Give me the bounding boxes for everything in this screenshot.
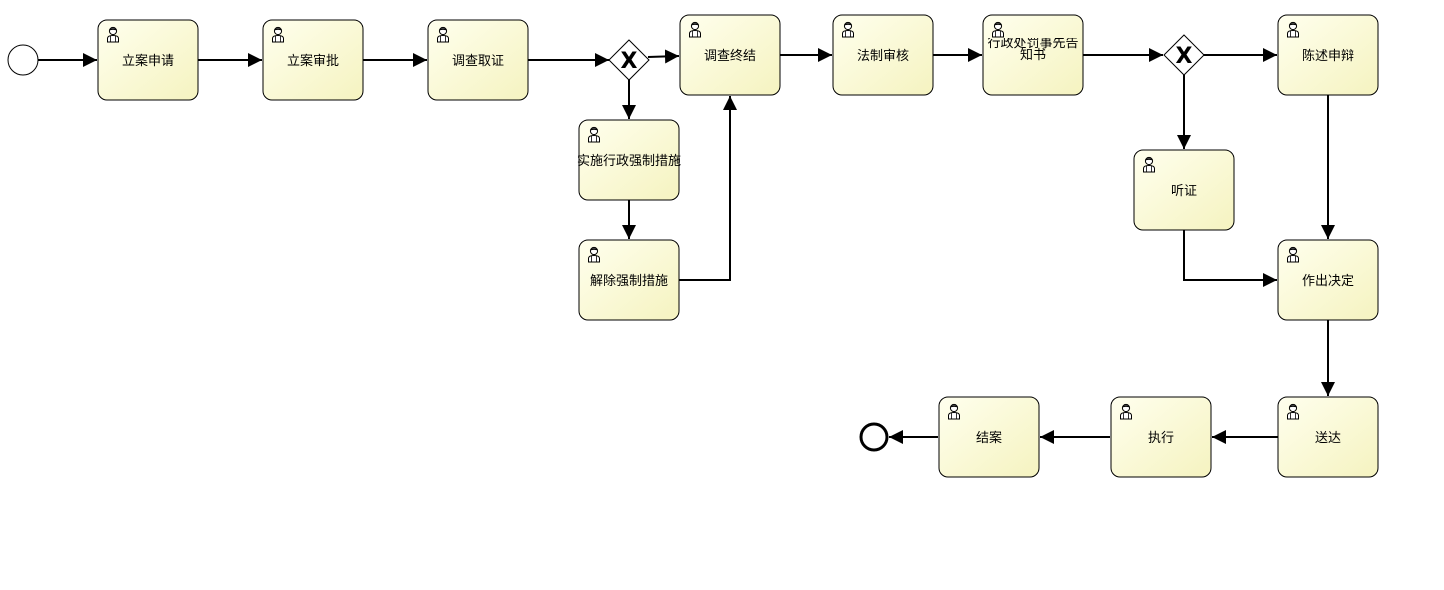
- task-lian-shenqing[interactable]: 立案申请: [97, 19, 199, 101]
- task-label: 陈述申辩: [1302, 48, 1354, 64]
- exclusive-gateway-x-icon: X: [1176, 44, 1193, 69]
- task-zuochu-jueding[interactable]: 作出决定: [1277, 239, 1379, 321]
- task-label: 法制审核: [857, 49, 909, 64]
- task-label: 行政处罚事先告知书: [987, 38, 1079, 63]
- end-event[interactable]: [859, 422, 889, 452]
- task-label: 实施行政强制措施: [577, 154, 681, 169]
- task-label: 解除强制措施: [590, 274, 668, 289]
- task-shishi-qiangzhi-cuoshi[interactable]: 实施行政强制措施: [577, 119, 681, 201]
- flow-t9-to-t4: [678, 96, 737, 281]
- flow-g1-to-t4: [647, 49, 680, 64]
- exclusive-gateway-2[interactable]: X: [1163, 34, 1205, 76]
- task-label-wrap: 行政处罚事先告知书: [987, 38, 1079, 63]
- task-lian-shenpi[interactable]: 立案审批: [262, 19, 364, 101]
- task-zhixing[interactable]: 执行: [1110, 396, 1212, 478]
- task-label: 作出决定: [1302, 274, 1354, 289]
- sequence-flows: [38, 48, 1335, 444]
- exclusive-gateway-x-icon: X: [621, 49, 638, 74]
- flow-t10-to-t11: [1183, 230, 1277, 287]
- task-label: 调查取证: [452, 54, 504, 69]
- task-label: 结案: [976, 431, 1002, 446]
- task-songda[interactable]: 送达: [1277, 396, 1379, 478]
- task-diaocha-zhongjie[interactable]: 调查终结: [679, 14, 781, 96]
- task-label: 听证: [1171, 184, 1197, 199]
- task-fazhi-shenhe[interactable]: 法制审核: [832, 14, 934, 96]
- task-label: 调查终结: [704, 48, 756, 64]
- exclusive-gateway-1[interactable]: X: [608, 39, 650, 81]
- start-event[interactable]: [7, 44, 39, 76]
- task-label: 立案审批: [287, 54, 339, 69]
- task-chenshu-shenbian[interactable]: 陈述申辩: [1277, 14, 1379, 96]
- task-diaocha-quzheng[interactable]: 调查取证: [427, 19, 529, 101]
- task-label: 立案申请: [122, 54, 174, 69]
- task-label: 执行: [1148, 431, 1174, 446]
- task-jiechu-qiangzhi-cuoshi[interactable]: 解除强制措施: [578, 239, 680, 321]
- task-xingzheng-chufa-gaozhishu[interactable]: 行政处罚事先告知书: [982, 14, 1084, 96]
- task-label: 送达: [1315, 431, 1341, 446]
- task-jiean[interactable]: 结案: [938, 396, 1040, 478]
- task-tingzheng[interactable]: 听证: [1133, 149, 1235, 231]
